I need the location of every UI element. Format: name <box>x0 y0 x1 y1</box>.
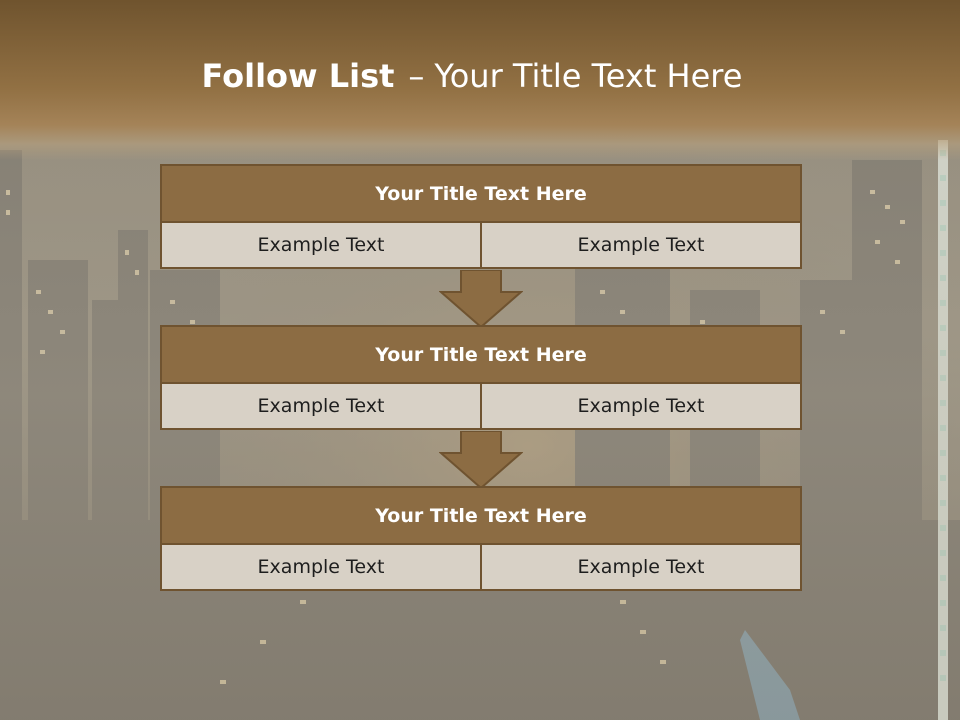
step-left-cell: Example Text <box>160 543 482 591</box>
step-left-cell: Example Text <box>160 382 482 430</box>
step-title: Your Title Text Here <box>160 486 802 545</box>
slide-title-bold: Follow List <box>201 57 395 95</box>
step-right-cell: Example Text <box>482 543 802 591</box>
follow-step-2: Your Title Text Here Example Text Exampl… <box>160 325 802 432</box>
step-title: Your Title Text Here <box>160 164 802 223</box>
step-title: Your Title Text Here <box>160 325 802 384</box>
slide-title: Follow List–Your Title Text Here <box>0 56 944 96</box>
down-arrow-icon <box>439 270 523 328</box>
step-left-cell: Example Text <box>160 221 482 269</box>
step-row: Example Text Example Text <box>160 382 802 430</box>
follow-step-1: Your Title Text Here Example Text Exampl… <box>160 164 802 271</box>
step-row: Example Text Example Text <box>160 543 802 591</box>
step-right-cell: Example Text <box>482 382 802 430</box>
follow-step-3: Your Title Text Here Example Text Exampl… <box>160 486 802 593</box>
step-right-cell: Example Text <box>482 221 802 269</box>
down-arrow-icon <box>439 431 523 489</box>
title-band <box>0 0 960 160</box>
slide-title-dash: – <box>408 57 425 95</box>
slide-title-rest: Your Title Text Here <box>434 57 743 95</box>
step-row: Example Text Example Text <box>160 221 802 269</box>
